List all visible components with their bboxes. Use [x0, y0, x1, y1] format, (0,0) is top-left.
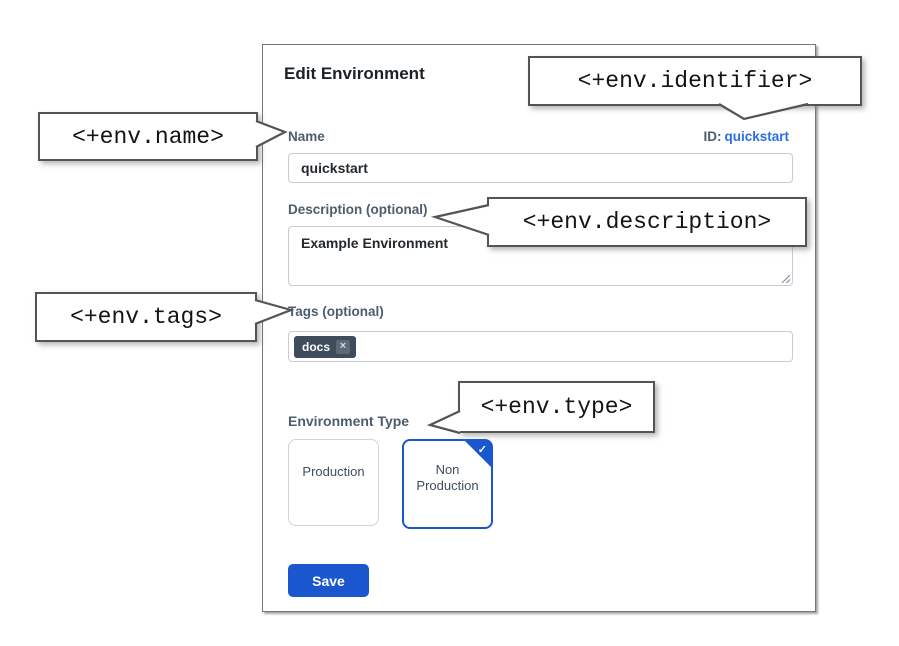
name-label: Name: [288, 129, 325, 144]
environment-id-label: ID:: [703, 129, 722, 144]
callout-tail: [718, 102, 809, 121]
dialog-title: Edit Environment: [284, 64, 425, 83]
save-button[interactable]: Save: [288, 564, 369, 597]
callout-env-tags: <+env.tags>: [35, 292, 295, 342]
callout-env-type: <+env.type>: [426, 381, 655, 435]
environment-id-link[interactable]: quickstart: [724, 129, 789, 144]
environment-id: ID:quickstart: [703, 129, 789, 144]
callout-tail: [255, 119, 288, 148]
name-input[interactable]: [288, 153, 793, 183]
callout-env-name: <+env.name>: [38, 112, 288, 161]
tag-remove-icon[interactable]: ×: [336, 339, 351, 354]
callout-tail: [426, 410, 461, 435]
env-type-card-production[interactable]: Production: [288, 439, 379, 526]
callout-env-description: <+env.description>: [430, 197, 807, 247]
callout-tail: [430, 203, 490, 237]
env-type-card-label: Production: [302, 463, 365, 479]
check-icon: ✓: [477, 444, 487, 456]
tag-chip: docs ×: [294, 335, 357, 358]
callout-env-type-text: <+env.type>: [480, 394, 633, 420]
env-type-card-label: Non Production: [416, 462, 479, 493]
tag-chip-label: docs: [302, 339, 331, 354]
callout-env-identifier-text: <+env.identifier>: [577, 68, 813, 94]
callout-tail: [254, 298, 295, 326]
callout-env-identifier: <+env.identifier>: [528, 56, 862, 121]
callout-env-tags-text: <+env.tags>: [70, 304, 222, 330]
edit-environment-dialog: Edit Environment Name ID:quickstart Desc…: [262, 44, 816, 612]
description-label: Description (optional): [288, 202, 428, 217]
callout-env-name-text: <+env.name>: [72, 123, 224, 150]
callout-env-description-text: <+env.description>: [522, 209, 772, 235]
tags-label: Tags (optional): [288, 304, 384, 319]
tags-input[interactable]: docs ×: [288, 331, 793, 362]
env-type-card-non-production[interactable]: Non Production ✓: [402, 439, 493, 529]
environment-type-label: Environment Type: [288, 413, 410, 429]
